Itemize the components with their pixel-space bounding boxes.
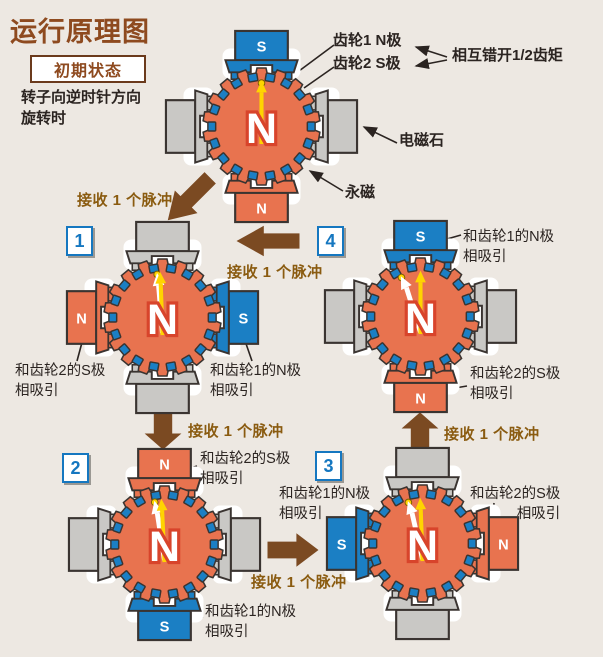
attract-s2-top-line1: 和齿轮2的S极 [200, 451, 291, 467]
pulse-arrow-1-to-2 [144, 412, 182, 450]
attract-s2-bottom-line1: 和齿轮1的N极 [205, 604, 297, 620]
motor-state4: N S N [323, 219, 518, 414]
attract-label-s1-right: 和齿轮1的N极 相吸引 [210, 361, 301, 401]
attract-s4-top-line2: 相吸引 [463, 249, 507, 265]
stator-pole [211, 505, 262, 584]
stator-pole [65, 278, 116, 357]
rotor-pole-letter: N [246, 105, 277, 153]
stator-pole [209, 278, 260, 357]
attract-s2-top-line2: 相吸引 [200, 471, 244, 487]
step-badge-4: 4 [317, 226, 344, 256]
stator-pole [323, 277, 374, 356]
attract-label-s3-right: 和齿轮2的S极 相吸引 [470, 484, 560, 524]
pulse-arrow-3-to-4 [401, 412, 439, 450]
initial-state-label: 初期状态 [53, 63, 122, 80]
rotor-pole-letter: N [405, 295, 436, 343]
pulse-label-3to4: 接收 1 个脉冲 [444, 426, 540, 443]
attract-s3-right-line2: 相吸引 [516, 506, 561, 522]
page-title: 运行原理图 [10, 17, 150, 47]
rotor: N [103, 258, 222, 377]
step-badge-1: 1 [66, 226, 93, 256]
attract-label-s2-top: 和齿轮2的S极 相吸引 [200, 449, 290, 489]
rotor: N [202, 67, 321, 186]
rotation-description-line2: 旋转时 [21, 110, 67, 127]
stator-pole-letter: N [415, 391, 426, 407]
rotation-description-line1: 转子向逆时针方向 [21, 89, 142, 106]
stator-pole [67, 505, 118, 584]
attract-label-s1-left: 和齿轮2的S极 相吸引 [15, 361, 105, 401]
electromagnet-label: 电磁石 [399, 132, 445, 149]
attract-label-s2-bottom: 和齿轮1的N极 相吸引 [205, 602, 296, 642]
stator-pole-letter: S [416, 229, 426, 245]
gear1-label: 齿轮1 N极 [333, 32, 402, 49]
pulse-label-2to3: 接收 1 个脉冲 [251, 574, 347, 591]
stator-pole-letter: N [256, 201, 267, 217]
attract-s3-right-line1: 和齿轮2的S极 [470, 486, 561, 502]
stator-pole-letter: N [498, 537, 509, 553]
stator-pole [308, 87, 359, 166]
gear2-label: 齿轮2 S极 [333, 55, 401, 72]
step-badge-2: 2 [62, 453, 89, 483]
stator-pole-letter: S [337, 537, 347, 553]
attract-s1-left-line2: 相吸引 [15, 383, 59, 399]
stator-pole [164, 87, 215, 166]
rotor: N [361, 257, 480, 376]
pulse-label-initial: 接收 1 个脉冲 [77, 192, 173, 209]
rotor: N [363, 484, 482, 603]
stator-pole-letter: N [76, 311, 87, 327]
pulse-label-1to2: 接收 1 个脉冲 [188, 423, 284, 440]
attract-s1-left-line1: 和齿轮2的S极 [15, 363, 106, 379]
rotor-pole-letter: N [149, 523, 180, 571]
attract-label-s4-bottom: 和齿轮2的S极 相吸引 [470, 364, 560, 404]
stator-pole-letter: S [160, 619, 170, 635]
stator-pole-letter: S [239, 311, 249, 327]
attract-s1-right-line2: 相吸引 [210, 383, 254, 399]
attract-s4-top-line1: 和齿轮1的N极 [463, 229, 555, 245]
attract-label-s4-top: 和齿轮1的N极 相吸引 [463, 227, 554, 267]
attract-label-s3-left: 和齿轮1的N极 相吸引 [279, 484, 370, 524]
motor-initial: N S N [164, 29, 359, 224]
stator-pole [325, 504, 376, 583]
attract-s4-bottom-line2: 相吸引 [470, 386, 514, 402]
initial-state-box: 初期状态 [30, 55, 146, 83]
stepper-motor-svg: N N S [67, 447, 262, 642]
rotor-pole-letter: N [147, 296, 178, 344]
attract-s3-left-line2: 相吸引 [279, 506, 323, 522]
offset-label: 相互错开1/2齿矩 [452, 47, 563, 64]
attract-s1-right-line1: 和齿轮1的N极 [210, 363, 302, 379]
motor-state2: N N S [67, 447, 262, 642]
stator-pole [469, 504, 520, 583]
permanent-magnet-label: 永磁 [345, 184, 376, 201]
attract-s4-bottom-line1: 和齿轮2的S极 [470, 366, 561, 382]
stepper-motor-svg: N S N [323, 219, 518, 414]
rotation-description: 转子向逆时针方向 旋转时 [21, 87, 141, 129]
stator-pole-letter: S [257, 39, 267, 55]
attract-s2-bottom-line2: 相吸引 [205, 624, 249, 640]
stator-pole [467, 277, 518, 356]
attract-s3-left-line1: 和齿轮1的N极 [279, 486, 371, 502]
pulse-label-4to1: 接收 1 个脉冲 [227, 264, 323, 281]
step-badge-3: 3 [315, 451, 342, 481]
pulse-arrow-2-to-3 [267, 533, 319, 567]
stator-pole-letter: N [159, 457, 170, 473]
rotor-pole-letter: N [407, 522, 438, 570]
rotor: N [105, 485, 224, 604]
stepper-motor-svg: N S N [164, 29, 359, 224]
